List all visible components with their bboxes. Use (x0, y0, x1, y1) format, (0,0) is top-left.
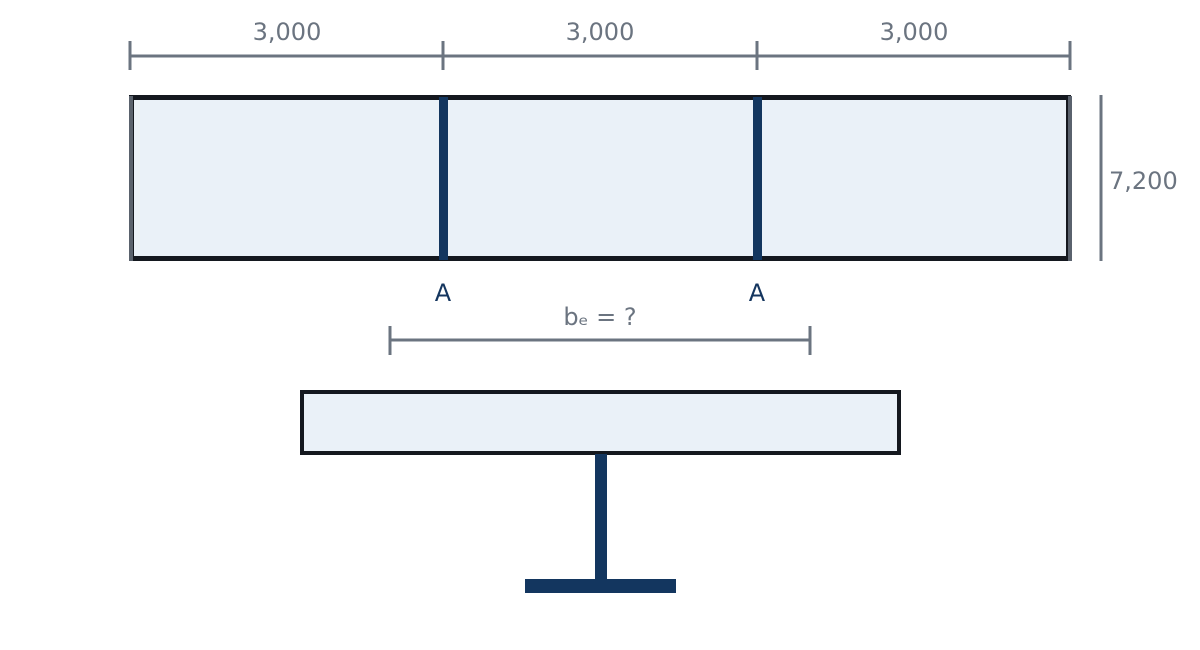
effective-width-label: bₑ = ? (563, 303, 636, 331)
plan-beam-line (753, 97, 762, 260)
section-bottom-flange (525, 579, 676, 593)
span-dimensions (128, 41, 1072, 70)
section-web (595, 454, 607, 581)
effective-width-dimension (388, 326, 812, 355)
section-marker-label: A (749, 279, 766, 307)
span-label: 3,000 (880, 18, 949, 46)
span-label: 3,000 (566, 18, 635, 46)
span-label: 3,000 (253, 18, 322, 46)
plan-slab (129, 95, 1071, 261)
section-marker-label: A (435, 279, 452, 307)
slab-width-label: 7,200 (1109, 167, 1178, 195)
section-flange (300, 390, 901, 455)
plan-beam-line (439, 97, 448, 260)
